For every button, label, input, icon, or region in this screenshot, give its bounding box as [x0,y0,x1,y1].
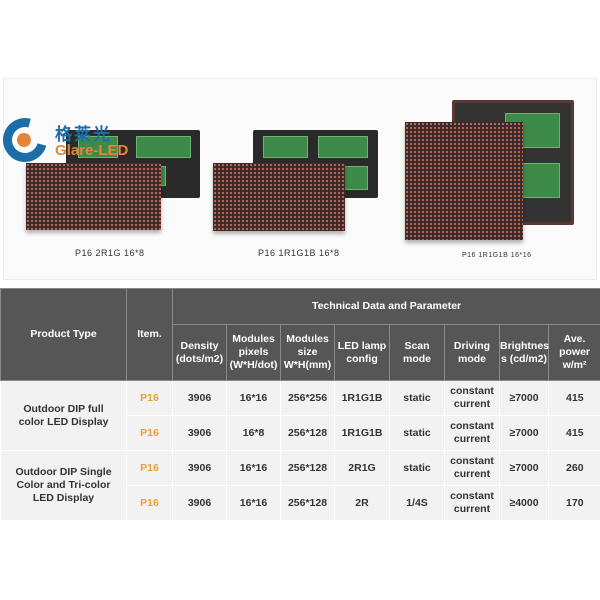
config-cell: 1R1G1B [334,380,390,416]
scan-cell: static [389,450,445,486]
header-lamp-config: LED lamp config [334,324,390,381]
header-item: Item. [126,288,173,381]
header-technical-data: Technical Data and Parameter [171,288,600,325]
table-row: P16 3906 16*8 256*128 1R1G1B static cons… [1,415,600,451]
brightness-cell: ≥7000 [499,380,549,416]
header-module-pixels: Modules pixels (W*H/dot) [226,324,281,381]
driving-cell: constant current [444,415,500,451]
config-cell: 1R1G1B [334,415,390,451]
power-cell: 415 [547,380,600,416]
product-caption: P16 2R1G 16*8 [75,248,145,258]
config-cell: 2R [334,485,390,521]
driving-cell: constant current [444,450,500,486]
header-driving-mode: Driving mode [444,324,500,381]
driving-cell: constant current [444,380,500,416]
item-cell: P16 [126,485,173,521]
brightness-cell: ≥7000 [499,415,549,451]
pixels-cell: 16*16 [226,450,281,486]
table-row: P16 3906 16*16 256*128 2R 1/4S constant … [1,485,600,521]
product-type-cell: Outdoor DIP full color LED Display [0,380,127,451]
scan-cell: static [389,380,445,416]
product-caption: P16 1R1G1B 16*8 [258,248,340,258]
power-cell: 170 [547,485,600,521]
product-type-cell: Outdoor DIP Single Color and Tri-color L… [0,450,127,521]
technical-data-table: Product Type Item. Technical Data and Pa… [0,288,600,521]
item-cell: P16 [126,450,173,486]
density-cell: 3906 [172,415,227,451]
density-cell: 3906 [172,485,227,521]
power-cell: 415 [547,415,600,451]
header-product-type: Product Type [0,288,127,381]
header-power: Ave. power w/m² [547,324,600,381]
header-module-size: Modules size W*H(mm) [280,324,335,381]
size-cell: 256*128 [280,485,335,521]
power-cell: 260 [547,450,600,486]
item-cell: P16 [126,415,173,451]
scan-cell: static [389,415,445,451]
header-brightness: Brightnes s (cd/m2) [499,324,549,381]
size-cell: 256*128 [280,450,335,486]
table-row: Outdoor DIP Single Color and Tri-color L… [0,450,600,521]
pixels-cell: 16*16 [226,485,281,521]
density-cell: 3906 [172,380,227,416]
size-cell: 256*128 [280,415,335,451]
pixels-cell: 16*16 [226,380,281,416]
header-scan-mode: Scan mode [389,324,445,381]
config-cell: 2R1G [334,450,390,486]
density-cell: 3906 [172,450,227,486]
driving-cell: constant current [444,485,500,521]
product-caption: P16 1R1G1B 16*16 [462,252,532,259]
brightness-cell: ≥4000 [499,485,549,521]
header-density: Density (dots/m2) [172,324,227,381]
brightness-cell: ≥7000 [499,450,549,486]
pixels-cell: 16*8 [226,415,281,451]
table-row: Outdoor DIP full color LED Display P16 3… [0,380,600,451]
item-cell: P16 [126,380,173,416]
scan-cell: 1/4S [389,485,445,521]
size-cell: 256*256 [280,380,335,416]
